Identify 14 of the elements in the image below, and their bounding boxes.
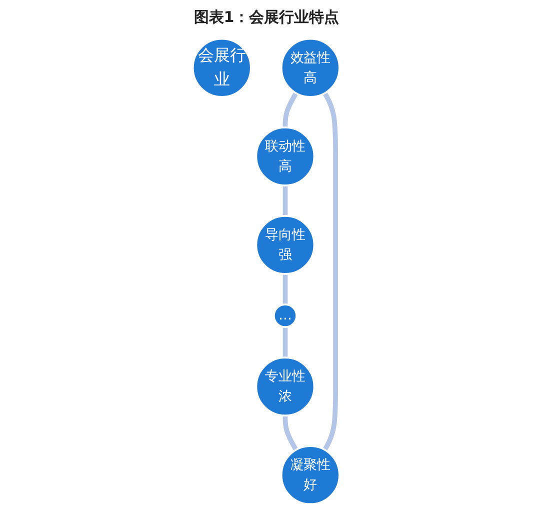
connector	[283, 326, 288, 358]
diagram-title: 图表1：会展行业特点	[192, 7, 340, 28]
node-circle: 联动性高	[256, 126, 316, 186]
connector	[283, 91, 299, 127]
connector	[283, 273, 288, 304]
connector	[283, 415, 299, 451]
node-circle: 专业性浓	[256, 356, 316, 416]
connector	[283, 184, 288, 216]
node-circle: 凝聚性好	[280, 444, 341, 505]
node-circle: …	[273, 303, 298, 328]
node-circle: 效益性高	[280, 37, 341, 98]
connector	[322, 91, 338, 451]
node-circle: 导向性强	[256, 214, 316, 274]
node-circle: 会展行业	[192, 37, 252, 98]
